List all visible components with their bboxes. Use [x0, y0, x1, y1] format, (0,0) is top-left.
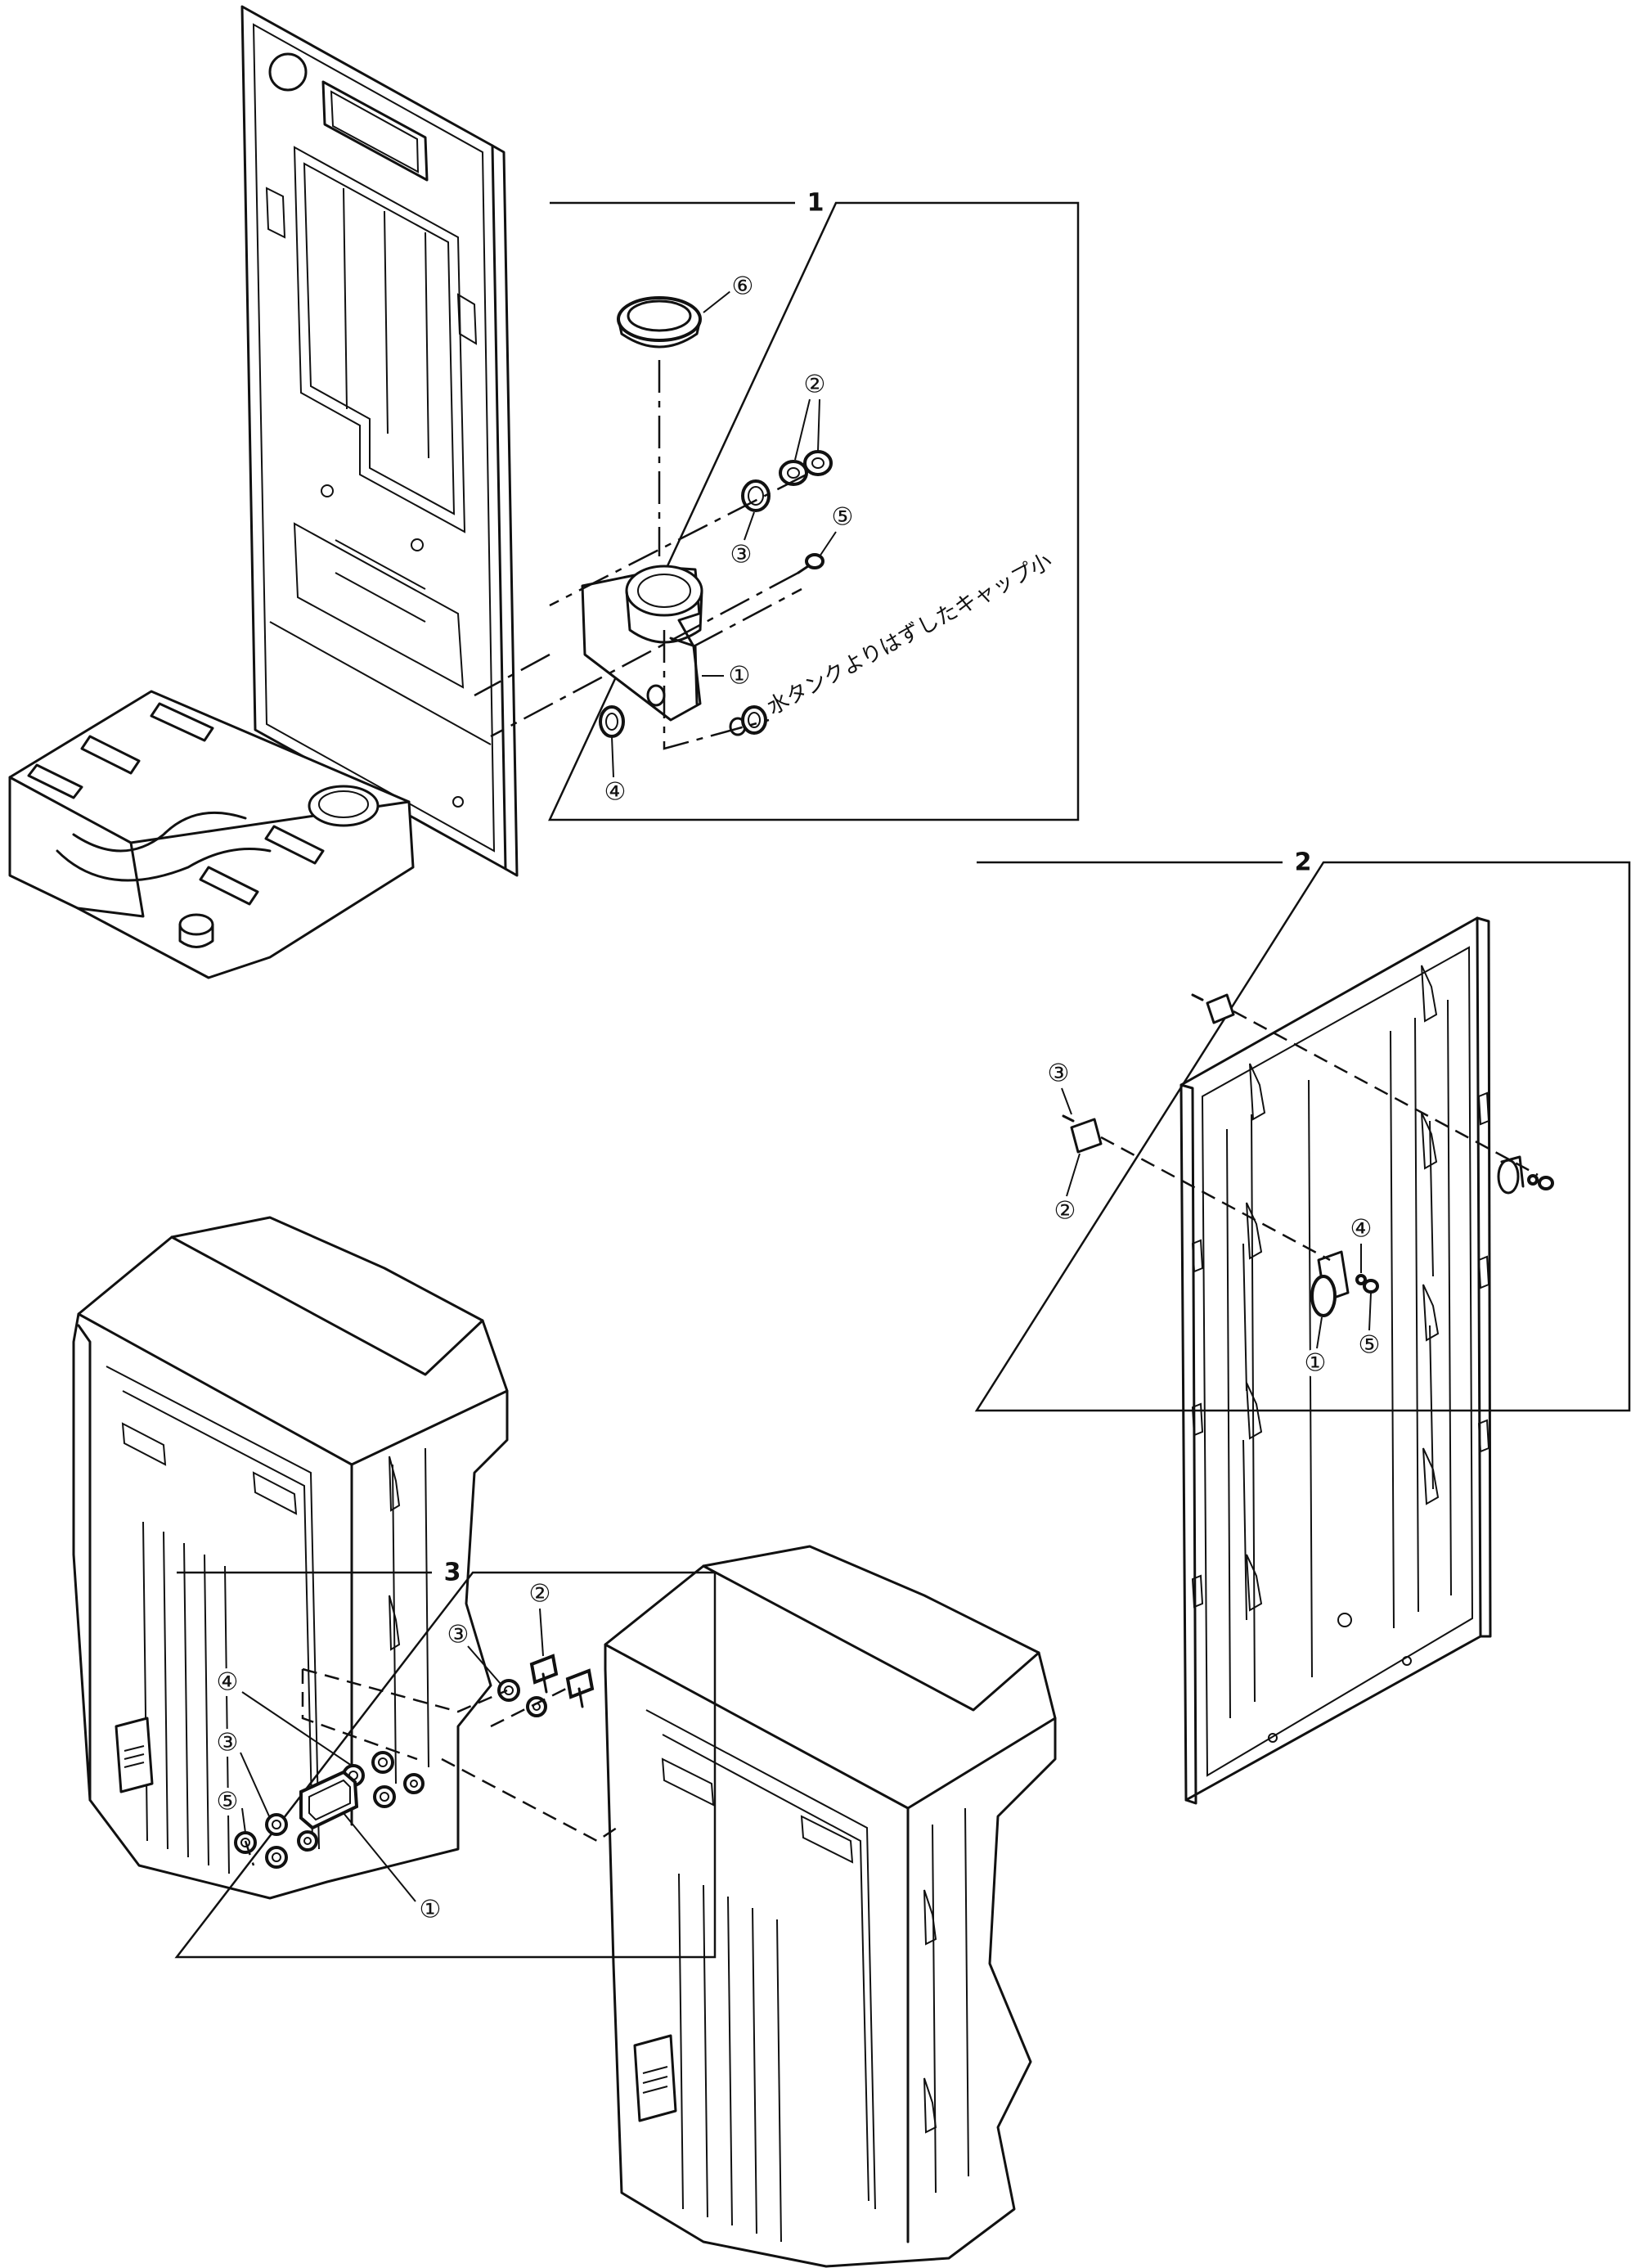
frame-2-label: 2 — [1295, 848, 1312, 877]
frame-3-label: 3 — [444, 1559, 461, 1587]
fitting-bracket-part-1 — [581, 565, 703, 722]
callout-2: ② — [804, 371, 826, 399]
cap-part-6 — [617, 296, 702, 349]
callout-backdrop — [729, 272, 757, 300]
callout-backdrop — [213, 1668, 241, 1696]
callout-backdrop — [1355, 1331, 1383, 1359]
gasket-plate-part-1 — [299, 1770, 359, 1830]
callout-6: ⑥ — [732, 272, 754, 301]
callout-backdrop — [526, 1580, 554, 1608]
callout-backdrop — [726, 662, 753, 690]
callout-backdrop — [1301, 1349, 1329, 1377]
callout-backdrop — [801, 371, 829, 398]
callout-backdrop — [444, 1621, 472, 1649]
callout-4: ④ — [217, 1668, 239, 1697]
callout-backdrop — [727, 541, 755, 569]
callout-backdrop — [1347, 1215, 1375, 1243]
callout-5: ⑤ — [1359, 1331, 1381, 1360]
callout-backdrop — [213, 1788, 241, 1816]
callout-1: ① — [1305, 1349, 1327, 1378]
callout-4: ④ — [1350, 1215, 1373, 1244]
screw-part-5 — [797, 553, 824, 574]
callout-5: ⑤ — [217, 1788, 239, 1816]
nut-part-2 — [779, 450, 833, 486]
callout-backdrop — [829, 503, 856, 531]
back-panel-assembly — [240, 5, 519, 877]
frame-1: 1 — [474, 189, 1080, 821]
toilet-unit-right — [604, 1545, 1057, 2268]
toilet-unit-left — [72, 1216, 509, 1900]
frame-2: 2 ③ ② ④ ① ⑤ — [974, 848, 1631, 1412]
right-door-panel — [1179, 916, 1492, 1805]
callout-2: ② — [529, 1580, 551, 1609]
callout-3: ③ — [1048, 1060, 1070, 1088]
callout-backdrop — [601, 778, 629, 806]
tank-cap-note: 水タンクよりはずしたキャップ小 — [763, 549, 1056, 720]
callout-2: ② — [1054, 1197, 1076, 1226]
callout-3: ③ — [447, 1621, 470, 1649]
callout-5: ⑤ — [832, 503, 854, 532]
callout-1: ① — [729, 662, 751, 691]
frame-3: 3 ② — [174, 1559, 717, 1959]
callout-3: ③ — [730, 541, 753, 569]
water-tank — [8, 690, 415, 979]
callout-backdrop — [1051, 1197, 1079, 1225]
o-ring-part-4 — [599, 705, 625, 738]
handle-part-1 — [1310, 1155, 1525, 1317]
callout-backdrop — [1045, 1060, 1072, 1087]
callout-backdrop — [213, 1729, 241, 1757]
callout-backdrop — [416, 1896, 444, 1924]
callout-4: ④ — [604, 778, 627, 807]
small-cap-from-tank — [729, 705, 767, 736]
callout-3: ③ — [217, 1729, 239, 1757]
callout-1: ① — [420, 1896, 442, 1924]
bolt-part-2 — [529, 1654, 595, 1708]
frame-1-label: 1 — [807, 189, 824, 218]
